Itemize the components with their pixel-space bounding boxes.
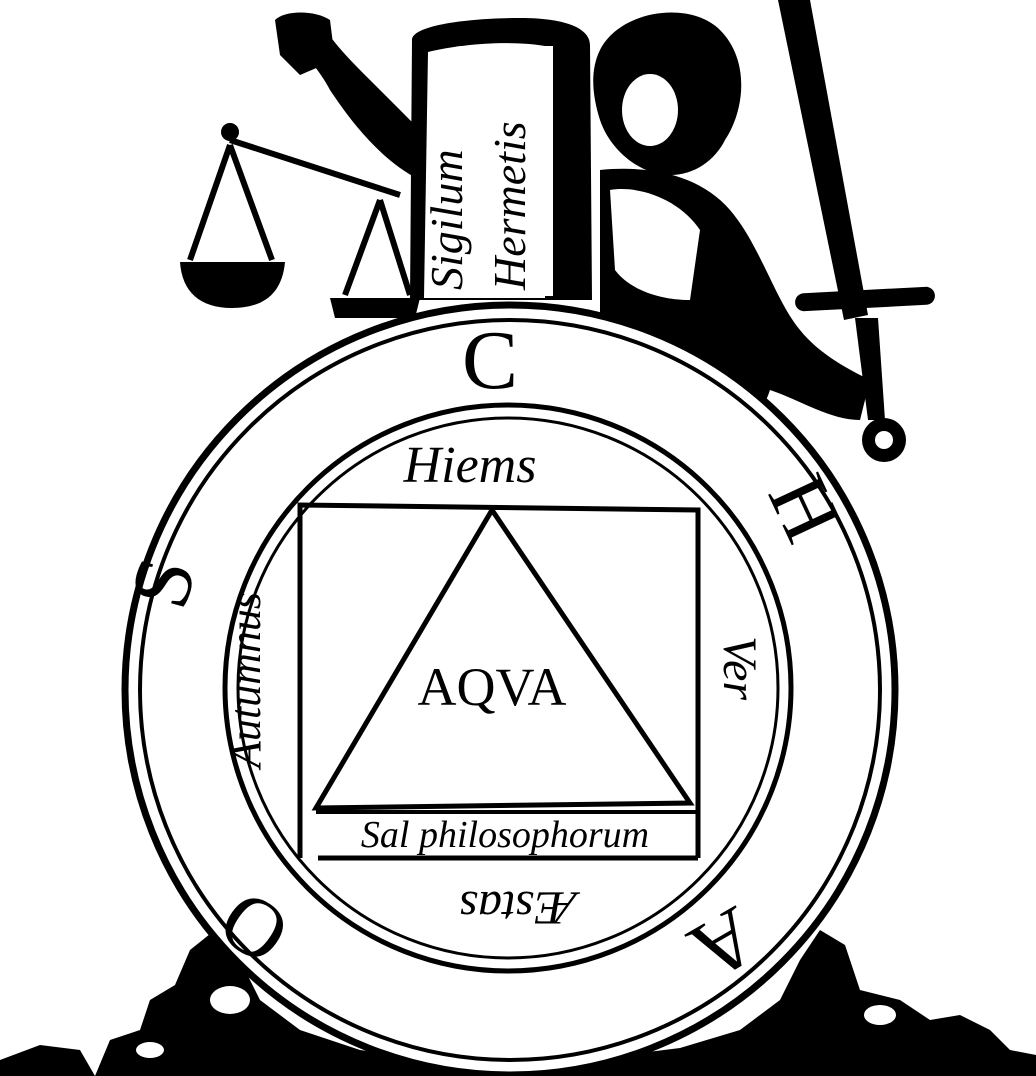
base-label: Sal philosophorum: [361, 814, 649, 856]
inner-square: [297, 502, 701, 861]
sword: [778, 0, 935, 462]
center-label: AQVA: [417, 657, 566, 717]
season-top: Hiems: [403, 437, 537, 494]
season-bottom: Æstas: [459, 881, 580, 934]
pillar: [410, 18, 592, 300]
pillar-text-2: Hermetis: [484, 121, 535, 291]
scales: [187, 123, 413, 297]
scale-pans: [180, 262, 420, 318]
seal-rings: [121, 301, 899, 1076]
ring-letter-c: C: [462, 314, 518, 407]
ground-rocks: [0, 930, 1036, 1076]
season-right: Ver: [713, 636, 766, 700]
season-left: Autumnus: [221, 592, 270, 771]
hermes-face: [610, 74, 700, 300]
water-triangle: [311, 505, 695, 811]
ground-highlights: [136, 986, 896, 1058]
pillar-text-1: Sigilum: [421, 149, 472, 290]
